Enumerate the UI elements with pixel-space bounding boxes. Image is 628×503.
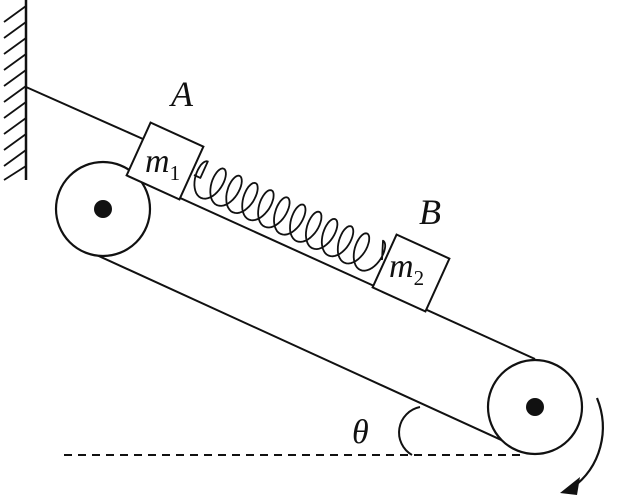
string [25, 86, 144, 140]
block-a [125, 121, 205, 201]
lower-pulley-axle [526, 398, 544, 416]
block-a-label: A [169, 74, 194, 114]
lower-pulley [486, 358, 584, 456]
belt-bottom [89, 251, 522, 450]
block-b-label: B [419, 192, 441, 232]
angle-arc [398, 406, 421, 456]
spring [193, 160, 387, 272]
block-b [371, 233, 451, 313]
upper-pulley [54, 160, 152, 258]
wall [3, 0, 28, 181]
curved-arrow-clockwise-icon [560, 397, 604, 495]
mass-1-label: m1 [145, 143, 180, 185]
angle-label: θ [352, 414, 369, 451]
wall-hatching [3, 5, 27, 181]
mass-2-label: m2 [389, 248, 424, 290]
upper-pulley-axle [94, 200, 112, 218]
